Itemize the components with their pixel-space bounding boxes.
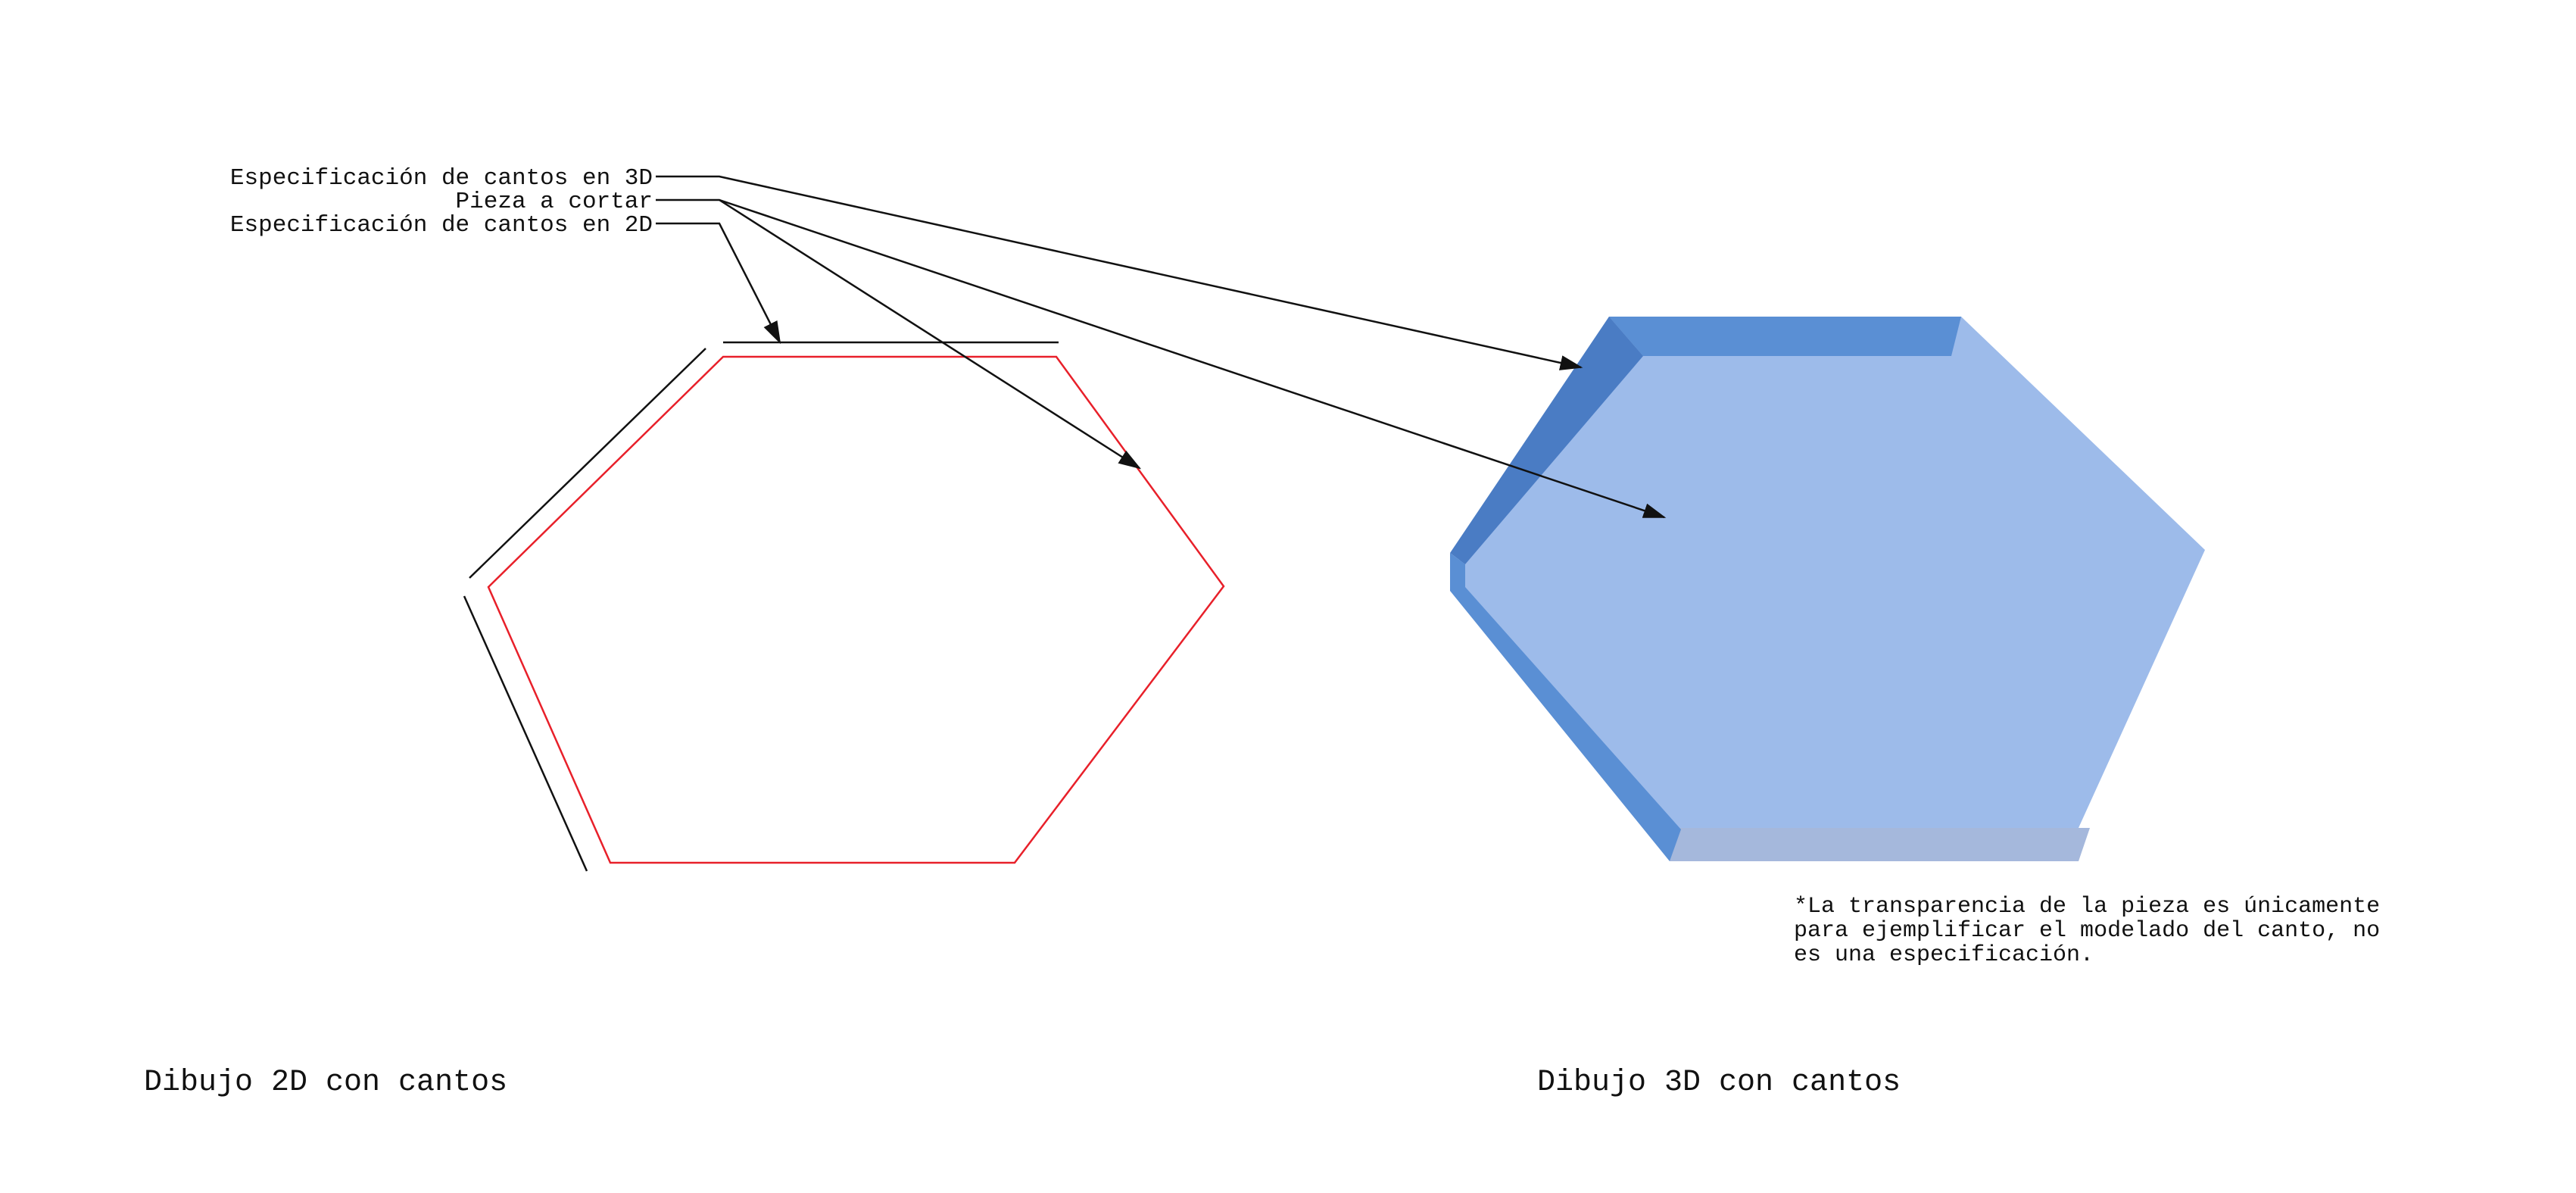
piece-bottom-face-3d (1670, 828, 2090, 861)
callouts: Especificación de cantos en 3D Pieza a c… (230, 165, 653, 239)
edge-band-lower-left-3d (1450, 553, 1681, 861)
note-line-2: para ejemplificar el modelado del canto,… (1794, 918, 2380, 944)
edge-spec-line-lower-left (463, 595, 588, 872)
edge-spec-line-upper-left (469, 348, 706, 579)
edge-band-top-3d (1609, 317, 1961, 356)
note-line-3: es una especificación. (1794, 942, 2094, 968)
caption-2d-drawing: Dibujo 2D con cantos (144, 1066, 507, 1100)
piece-outline-2d (487, 355, 1225, 864)
drawing-2d (463, 341, 1225, 872)
transparency-note: *La transparencia de la pieza es únicame… (1794, 894, 2380, 968)
caption-3d-drawing: Dibujo 3D con cantos (1537, 1066, 1901, 1100)
edge-band-upper-left-3d (1450, 317, 1643, 564)
note-line-1: *La transparencia de la pieza es únicame… (1794, 894, 2380, 920)
callout-piece-label: Pieza a cortar (456, 189, 653, 215)
leader-piece-to-3d (719, 198, 1667, 519)
leader-edges-2d (656, 222, 781, 345)
piece-top-face-3d (1450, 317, 2205, 828)
drawing-3d (1450, 317, 2205, 861)
leader-lines (656, 175, 1667, 519)
callout-edges-3d-label: Especificación de cantos en 3D (230, 165, 653, 192)
leader-edges-3d (656, 175, 1583, 370)
callout-edges-2d-label: Especificación de cantos en 2D (230, 212, 653, 239)
